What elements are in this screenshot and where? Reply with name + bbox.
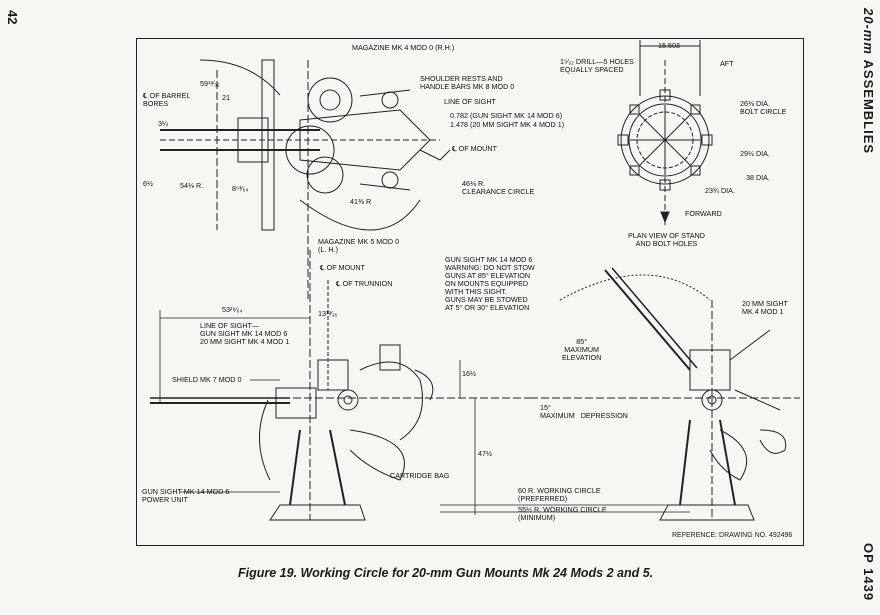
label-dim-54-1-8: 54⅛ R. bbox=[180, 181, 204, 190]
side-footer: OP 1439 bbox=[861, 542, 876, 601]
label-dim-13-13-16: 13¹³⁄₁₆ bbox=[318, 309, 338, 318]
label-dim-16-1-2: 16½ bbox=[462, 369, 476, 378]
label-max-depression: 15° MAXIMUM DEPRESSION bbox=[540, 403, 628, 420]
side-header: 20-mm ASSEMBLIES bbox=[861, 8, 876, 154]
figure-caption: Figure 19. Working Circle for 20-mm Gun … bbox=[238, 566, 654, 580]
label-bolt-circle: 26⅜ DIA. BOLT CIRCLE bbox=[740, 99, 787, 116]
label-working-60: 60 R. WORKING CIRCLE (PREFERRED) bbox=[518, 486, 601, 503]
label-cl-mount-mid: ℄ OF MOUNT bbox=[320, 263, 365, 272]
label-dim-59-13-32: 59¹³⁄₃₂ bbox=[200, 79, 220, 88]
label-gun-sight-power: GUN SIGHT MK 14 MOD 6 POWER UNIT bbox=[142, 487, 230, 504]
label-dim-8-53-64: 8⁵³⁄₆₄ bbox=[232, 184, 249, 193]
label-sight-1478: 1.478 (20 MM SIGHT MK 4 MOD 1) bbox=[450, 120, 565, 129]
label-line-of-sight-mid: LINE OF SIGHT— GUN SIGHT MK 14 MOD 6 20 … bbox=[200, 321, 290, 346]
label-dim-21: 21 bbox=[222, 93, 230, 102]
label-dia-23-3-4: 23¾ DIA. bbox=[705, 186, 735, 195]
label-plan-view: PLAN VIEW OF STAND AND BOLT HOLES bbox=[628, 231, 705, 248]
side-view-elevated bbox=[530, 267, 800, 521]
reference-drawing: REFERENCE: DRAWING NO. 492496 bbox=[672, 532, 793, 539]
figure-frame bbox=[136, 38, 804, 546]
top-view-gun-assembly bbox=[160, 59, 451, 300]
label-cl-trunnion: ℄ OF TRUNNION bbox=[336, 279, 393, 288]
label-line-of-sight-top: LINE OF SIGHT bbox=[444, 97, 496, 106]
label-dia-29-1-2: 29½ DIA. bbox=[740, 149, 770, 158]
label-magazine-rh: MAGAZINE MK 4 MOD 0 (R.H.) bbox=[352, 43, 455, 52]
label-dim-6-1-2: 6½ bbox=[143, 179, 153, 188]
label-sight-mk4: 20 MM SIGHT MK 4 MOD 1 bbox=[742, 299, 788, 316]
label-shoulder-rests: SHOULDER RESTS AND HANDLE BARS MK 8 MOD … bbox=[420, 74, 515, 91]
label-dia-38: 38 DIA. bbox=[746, 173, 770, 182]
label-dim-53-29-64: 53²⁹⁄₆₄ bbox=[222, 305, 243, 314]
label-aft: AFT bbox=[720, 59, 734, 68]
label-shield: SHIELD MK 7 MOD 0 bbox=[172, 375, 242, 384]
label-sight-0782: 0.782 (GUN SIGHT MK 14 MOD 6) bbox=[450, 111, 563, 120]
label-dim-3-1-4: 3¼ bbox=[158, 119, 168, 128]
label-clearance-circle: 46⅛ R. CLEARANCE CIRCLE bbox=[462, 179, 535, 196]
label-max-elevation: 85° MAXIMUM ELEVATION bbox=[562, 337, 602, 362]
label-dim-15503: 15.503 bbox=[658, 41, 680, 50]
dimension-lines bbox=[159, 310, 700, 515]
label-cartridge-bag: CARTRIDGE BAG bbox=[390, 471, 450, 480]
label-drill-holes: 1⁵⁄₃₂ DRILL—5 HOLES EQUALLY SPACED bbox=[560, 57, 634, 74]
side-view-depressed bbox=[150, 250, 530, 521]
label-cl-barrel-bores: ℄ OF BARREL BORES bbox=[143, 91, 191, 108]
label-forward: FORWARD bbox=[685, 209, 722, 218]
label-cl-mount-top: ℄ OF MOUNT bbox=[452, 144, 497, 153]
plan-view-stand bbox=[617, 40, 713, 225]
label-warning: GUN SIGHT MK 14 MOD 6 WARNING: DO NOT ST… bbox=[445, 255, 535, 312]
label-dim-47-1-2: 47½ bbox=[478, 449, 492, 458]
side-header-title: ASSEMBLIES bbox=[861, 59, 876, 155]
label-working-55: 55½ R. WORKING CIRCLE (MINIMUM) bbox=[518, 505, 607, 522]
side-header-series: 20-mm bbox=[861, 8, 876, 55]
label-magazine-lh: MAGAZINE MK 5 MOD 0 (L. H.) bbox=[318, 237, 400, 254]
label-dim-41-3-8: 41⅜ R bbox=[350, 197, 372, 206]
